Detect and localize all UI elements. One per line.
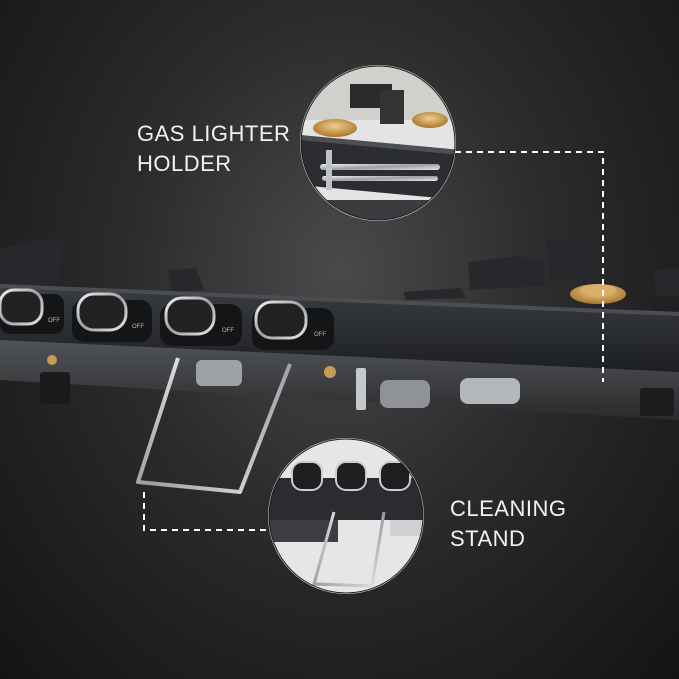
- cleaning-stand-label-line2: STAND: [450, 526, 526, 551]
- gas-lighter-holder-label-line2: HOLDER: [137, 151, 232, 176]
- brass-burner: [570, 284, 626, 304]
- callout-line-gas-lighter: [455, 151, 604, 382]
- svg-text:OFF: OFF: [314, 332, 326, 338]
- svg-text:OFF: OFF: [222, 328, 234, 334]
- callout-lines: [143, 151, 604, 531]
- gas-lighter-holder-label-line1: GAS LIGHTER: [137, 121, 291, 146]
- control-knob: OFF: [252, 300, 334, 350]
- gas-lighter-holder-closeup: [300, 65, 456, 221]
- gas-lighter-holder-label: GAS LIGHTER HOLDER: [137, 119, 290, 179]
- svg-text:OFF: OFF: [132, 324, 144, 330]
- control-knob: OFF: [72, 292, 152, 342]
- cleaning-stand-label: CLEANING STAND: [450, 494, 566, 554]
- cooktop-underside: [0, 330, 679, 420]
- svg-text:OFF: OFF: [48, 318, 60, 324]
- cleaning-stand-closeup: [268, 438, 424, 594]
- control-knob: OFF: [0, 288, 64, 334]
- cleaning-stand-wire: [136, 357, 292, 494]
- control-knobs: OFF OFF OFF OFF: [0, 288, 334, 350]
- pan-supports: [0, 238, 679, 300]
- cleaning-stand-label-line1: CLEANING: [450, 496, 567, 521]
- callout-line-cleaning-stand: [143, 492, 270, 531]
- control-knob: OFF: [160, 296, 242, 346]
